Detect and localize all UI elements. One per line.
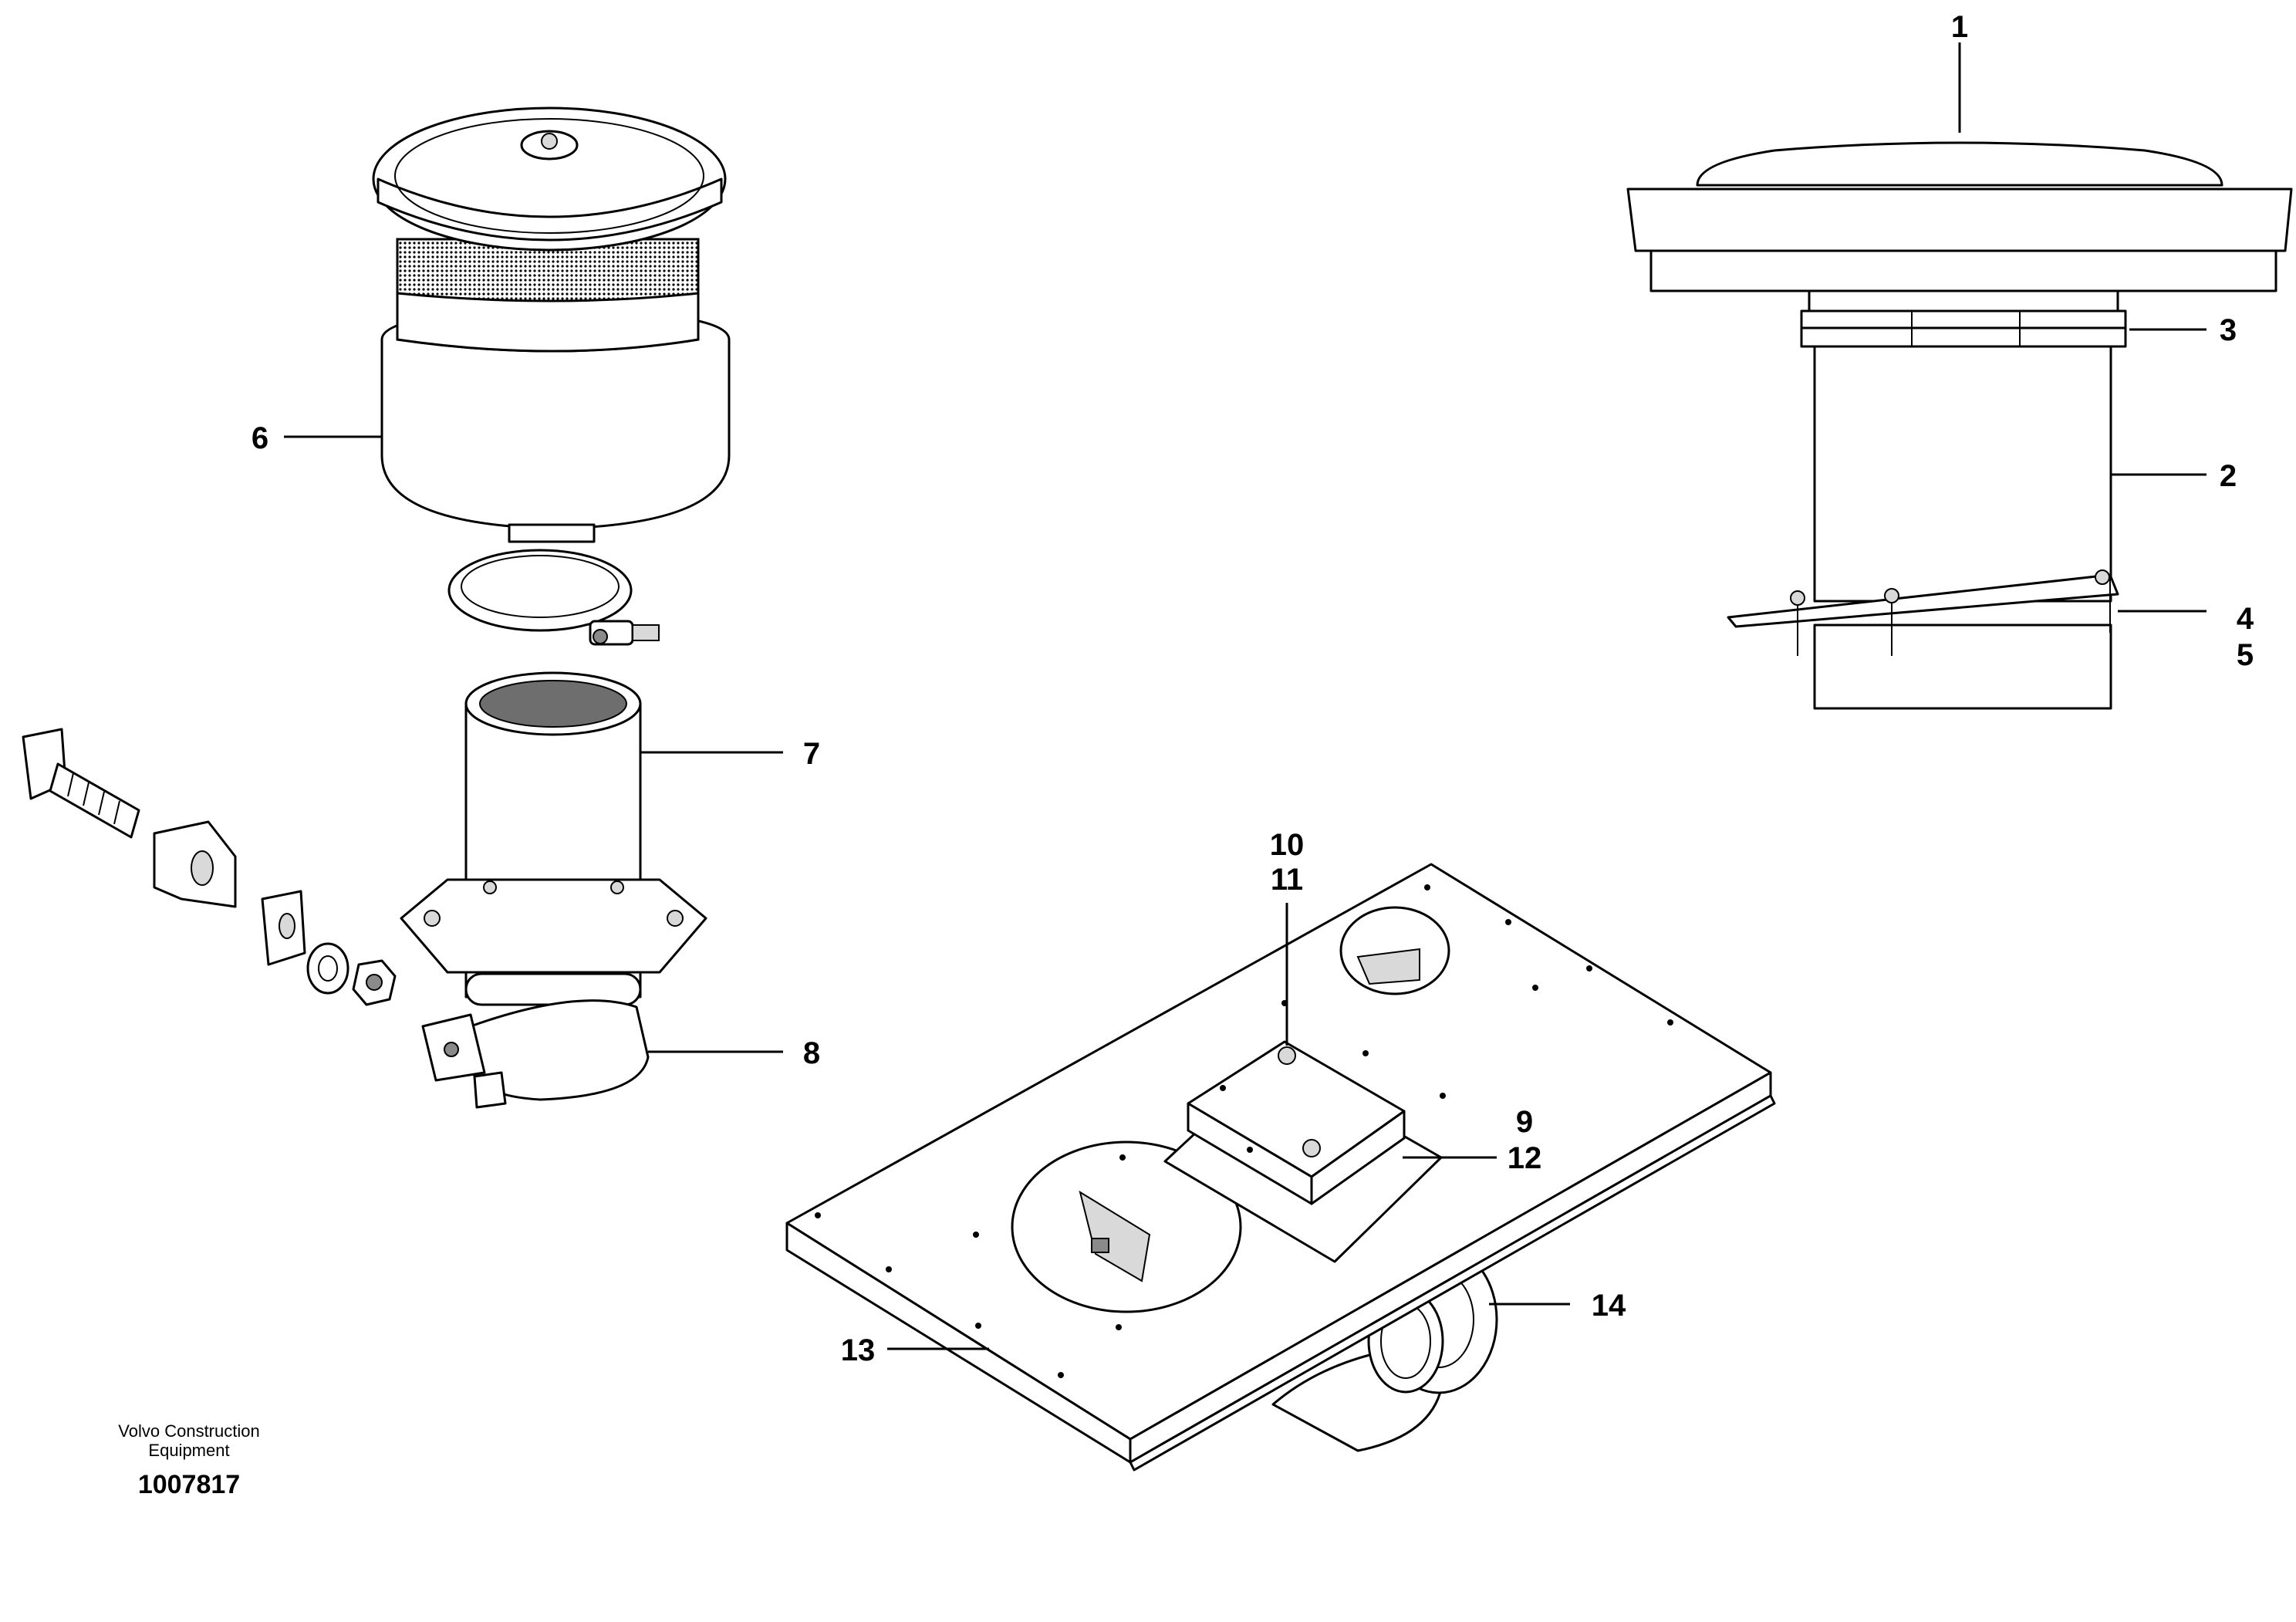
callout-4: 4 xyxy=(2237,602,2254,636)
leader-lines xyxy=(284,42,2207,1350)
callout-11: 11 xyxy=(1271,863,1303,897)
brand-line-2: Equipment xyxy=(148,1441,229,1460)
callout-labels: 1 3 2 4 5 6 7 8 10 11 9 12 13 14 xyxy=(252,10,2254,1367)
callout-8: 8 xyxy=(803,1036,820,1070)
mounting-hardware xyxy=(22,728,397,1006)
air-filter-housing xyxy=(372,106,731,543)
hose-clamp-upper xyxy=(447,549,660,646)
callout-12: 12 xyxy=(1508,1141,1542,1175)
base-plate-assembly xyxy=(785,863,1776,1472)
document-number: 1007817 xyxy=(138,1470,240,1499)
footer: Volvo Construction Equipment 1007817 xyxy=(118,1421,259,1499)
callout-5: 5 xyxy=(2237,638,2254,672)
intake-pipe xyxy=(400,671,707,1006)
callout-9: 9 xyxy=(1516,1105,1533,1139)
plate-holes xyxy=(815,884,1673,1378)
brand-line-1: Volvo Construction xyxy=(118,1421,259,1441)
callout-3: 3 xyxy=(2220,313,2237,347)
callout-13: 13 xyxy=(841,1333,876,1367)
callout-10: 10 xyxy=(1270,828,1305,862)
callout-14: 14 xyxy=(1592,1289,1626,1323)
callout-1: 1 xyxy=(1951,10,1968,44)
callout-7: 7 xyxy=(803,737,820,771)
callout-2: 2 xyxy=(2220,459,2237,493)
roof-cap-assembly xyxy=(1626,141,2293,710)
callout-6: 6 xyxy=(252,421,268,455)
hose-clamp-lower xyxy=(421,999,650,1109)
